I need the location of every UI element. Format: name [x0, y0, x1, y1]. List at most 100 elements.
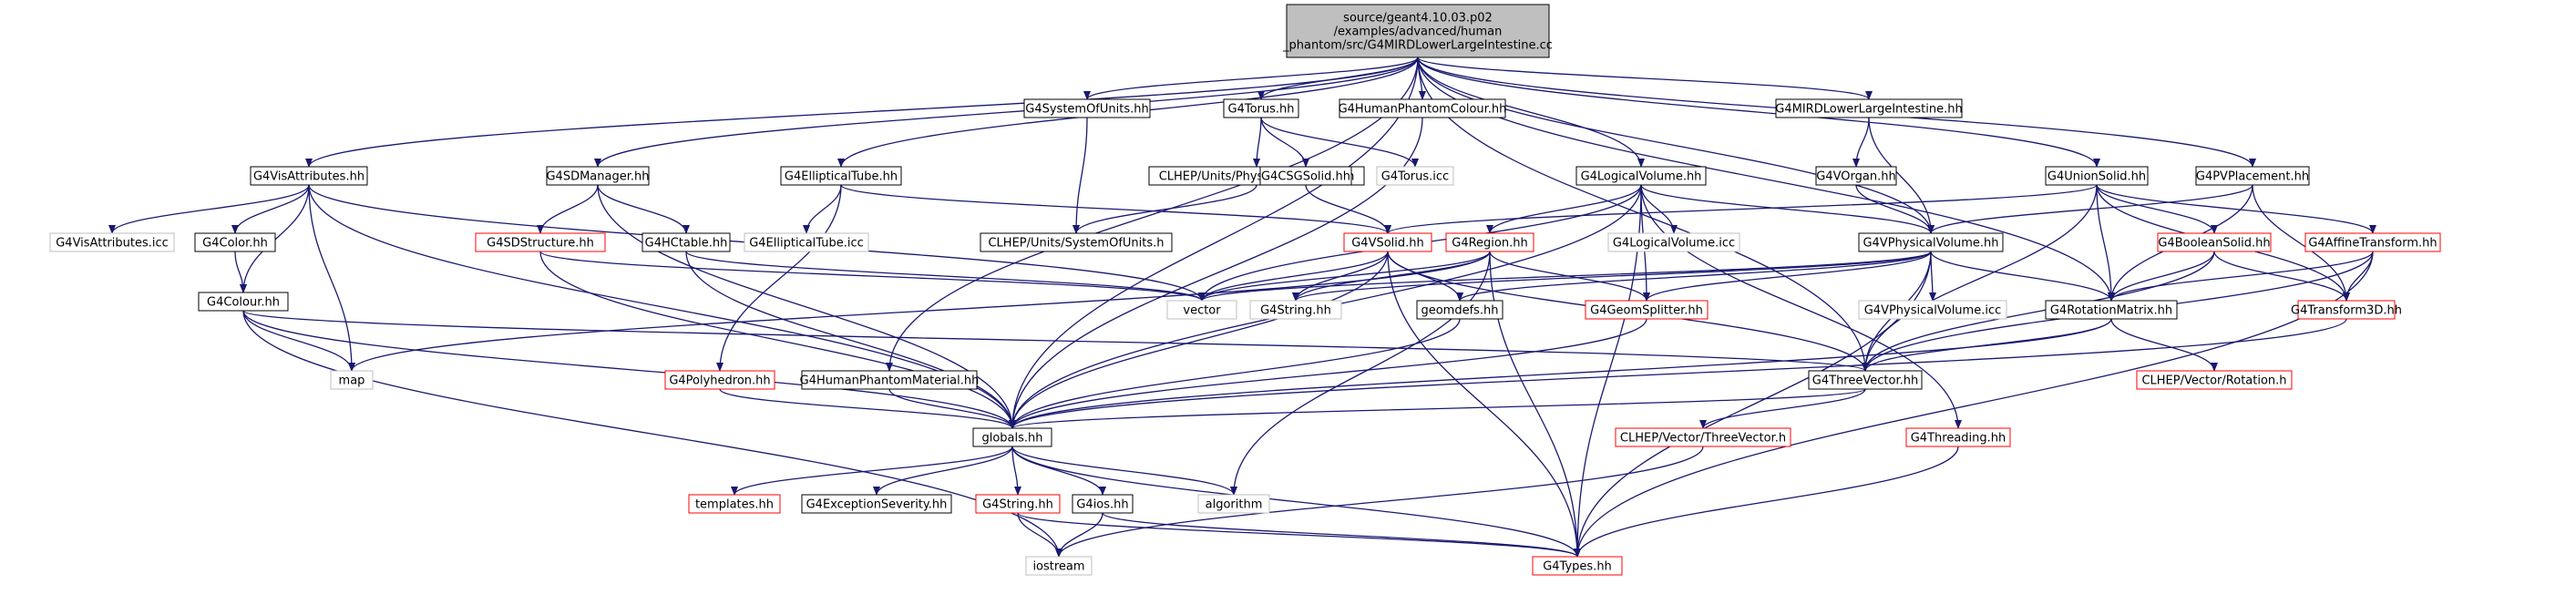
node-label-visattricc: G4VisAttributes.icc: [56, 237, 169, 251]
node-torusicc[interactable]: G4Torus.icc: [1376, 166, 1454, 186]
node-box-hpmaterial: [801, 370, 978, 390]
node-hctable[interactable]: G4HCtable.hh: [641, 232, 731, 252]
edge-sdstructure-to-vector: [539, 251, 1206, 302]
edge-g4ios-to-iostream: [1055, 512, 1103, 558]
edge-colour-to-map: [242, 310, 355, 372]
node-box-geomdefs: [1416, 300, 1504, 320]
node-booleansolid[interactable]: G4BooleanSolid.hh: [2157, 232, 2272, 252]
node-clhepsysunits[interactable]: CLHEP/Units/SystemOfUnits.h: [980, 232, 1173, 252]
node-vorgan[interactable]: G4VOrgan.hh: [1815, 166, 1897, 186]
edge-visattr-to-color: [231, 184, 310, 234]
node-algorithm[interactable]: algorithm: [1197, 494, 1270, 514]
node-root[interactable]: source/geant4.10.03.p02/examples/advance…: [1282, 4, 1553, 58]
edge-unionsolid-to-rotmatrix: [2096, 184, 2115, 302]
node-torus[interactable]: G4Torus.hh: [1223, 98, 1299, 118]
node-box-types: [1532, 556, 1623, 576]
node-clheprotation[interactable]: CLHEP/Vector/Rotation.h: [2136, 370, 2293, 390]
node-logvol[interactable]: G4LogicalVolume.hh: [1575, 166, 1707, 186]
node-types[interactable]: G4Types.hh: [1532, 556, 1623, 576]
node-visattricc[interactable]: G4VisAttributes.icc: [49, 232, 175, 252]
edge-visattr-to-map: [308, 184, 355, 372]
node-hpcolour[interactable]: G4HumanPhantomColour.hh: [1339, 98, 1507, 118]
node-transform3d[interactable]: G4Transform3D.hh: [2291, 300, 2402, 320]
node-box-torusicc: [1376, 166, 1454, 186]
node-box-pvplacement: [2195, 166, 2310, 186]
edge-visattr-to-globals: [308, 184, 1016, 429]
edge-transform3d-to-globals: [1009, 318, 2347, 429]
edge-torus-to-physconst: [1253, 117, 1262, 168]
node-map[interactable]: map: [330, 370, 374, 390]
node-g4string1[interactable]: G4String.hh: [1249, 300, 1342, 320]
edge-threading-to-types: [1574, 446, 1959, 558]
edge-root-to-rotmatrix: [1417, 56, 2115, 302]
edge-vphysvol-to-types: [1574, 251, 1932, 558]
edge-root-to-torus: [1257, 56, 1419, 100]
node-sdstructure[interactable]: G4SDStructure.hh: [475, 232, 606, 252]
node-box-polyhedron: [664, 370, 775, 390]
node-colour[interactable]: G4Colour.hh: [198, 292, 289, 312]
node-color[interactable]: G4Color.hh: [194, 232, 276, 252]
node-label-torusicc: G4Torus.icc: [1381, 170, 1449, 184]
edge-globals-to-types: [1011, 446, 1581, 558]
node-label-transform3d: G4Transform3D.hh: [2291, 304, 2402, 318]
node-vphysicc[interactable]: G4VPhysicalVolume.icc: [1858, 300, 2007, 320]
edge-polyhedron-to-globals: [719, 388, 1016, 429]
node-box-region: [1445, 232, 1534, 252]
node-box-hctable: [641, 232, 731, 252]
node-pvplacement[interactable]: G4PVPlacement.hh: [2195, 166, 2310, 186]
node-csgsolid[interactable]: G4CSGSolid.hh: [1259, 166, 1352, 186]
node-geomdefs[interactable]: geomdefs.hh: [1416, 300, 1504, 320]
node-mirdlli[interactable]: G4MIRDLowerLargeIntestine.hh: [1775, 98, 1963, 118]
node-label-g4string2: G4String.hh: [982, 498, 1053, 512]
node-affine[interactable]: G4AffineTransform.hh: [2304, 232, 2441, 252]
node-label-colour: G4Colour.hh: [207, 296, 280, 310]
edge-unionsolid-to-threevector: [1862, 184, 2098, 372]
edge-root-to-logvol: [1417, 56, 1645, 168]
node-box-mirdlli: [1775, 98, 1963, 118]
node-box-transform3d: [2297, 300, 2396, 320]
edge-booleansolid-to-threevector: [1862, 251, 2215, 372]
node-iostream[interactable]: iostream: [1025, 556, 1093, 576]
node-box-elltubeicc: [744, 232, 869, 252]
node-box-visattricc: [49, 232, 175, 252]
node-vsolid[interactable]: G4VSolid.hh: [1343, 232, 1432, 252]
node-region[interactable]: G4Region.hh: [1445, 232, 1534, 252]
node-rotmatrix[interactable]: G4RotationMatrix.hh: [2045, 300, 2178, 320]
edge-sysunits-to-clhepsysunits: [1072, 117, 1088, 234]
node-clhepthreevector[interactable]: CLHEP/Vector/ThreeVector.h: [1615, 427, 1791, 447]
node-label-rotmatrix: G4RotationMatrix.hh: [2050, 304, 2172, 318]
node-sysunits[interactable]: G4SystemOfUnits.hh: [1023, 98, 1151, 118]
node-hpmaterial[interactable]: G4HumanPhantomMaterial.hh: [800, 370, 980, 390]
edge-colour-to-iostream: [242, 310, 1062, 558]
node-excseverity[interactable]: G4ExceptionSeverity.hh: [801, 494, 952, 514]
node-box-booleansolid: [2157, 232, 2272, 252]
node-logvolicc[interactable]: G4LogicalVolume.icc: [1607, 232, 1740, 252]
node-vphysvol[interactable]: G4VPhysicalVolume.hh: [1858, 232, 2004, 252]
node-unionsolid[interactable]: G4UnionSolid.hh: [2045, 166, 2149, 186]
edge-elltube-to-vsolid: [840, 184, 1391, 234]
node-templates[interactable]: templates.hh: [688, 494, 781, 514]
node-geomsplitter[interactable]: G4GeomSplitter.hh: [1585, 300, 1709, 320]
node-box-elltube: [780, 166, 902, 186]
node-polyhedron[interactable]: G4Polyhedron.hh: [664, 370, 775, 390]
node-label-sdstructure: G4SDStructure.hh: [487, 237, 594, 251]
node-vector[interactable]: vector: [1166, 300, 1237, 320]
node-label-booleansolid: G4BooleanSolid.hh: [2158, 237, 2270, 251]
node-globals[interactable]: globals.hh: [972, 427, 1052, 447]
node-box-globals: [972, 427, 1052, 447]
node-box-torus: [1223, 98, 1299, 118]
node-threading[interactable]: G4Threading.hh: [1905, 427, 2011, 447]
node-box-map: [330, 370, 374, 390]
node-visattr[interactable]: G4VisAttributes.hh: [250, 166, 368, 186]
edge-elltube-to-polyhedron: [716, 184, 842, 372]
node-g4string2[interactable]: G4String.hh: [975, 494, 1061, 514]
node-g4ios[interactable]: G4ios.hh: [1072, 494, 1134, 514]
edge-color-to-colour: [234, 251, 247, 293]
edge-root-to-mirdlli: [1417, 56, 1873, 100]
node-elltubeicc[interactable]: G4EllipticalTube.icc: [744, 232, 869, 252]
node-label-elltube: G4EllipticalTube.hh: [785, 170, 898, 184]
node-elltube[interactable]: G4EllipticalTube.hh: [780, 166, 902, 186]
node-threevector[interactable]: G4ThreeVector.hh: [1808, 370, 1923, 390]
node-sdmgr[interactable]: G4SDManager.hh: [546, 166, 650, 186]
edge-root-to-globals: [1009, 56, 1419, 429]
